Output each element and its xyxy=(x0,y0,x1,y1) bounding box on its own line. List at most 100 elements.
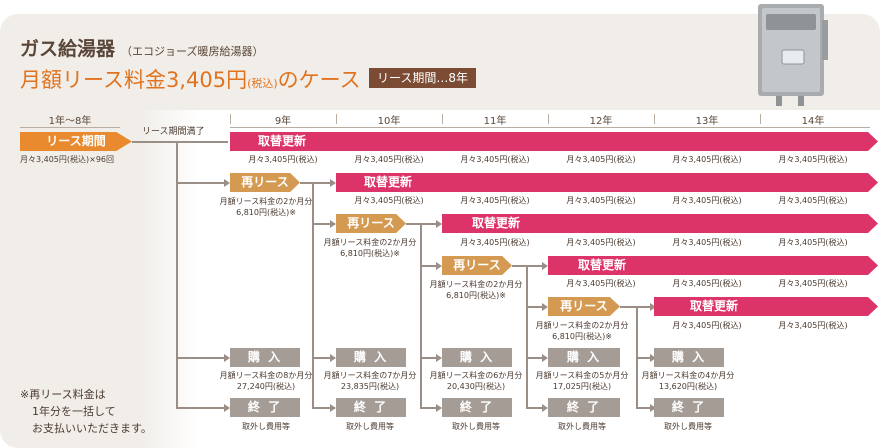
connector xyxy=(420,223,422,407)
footnote-line3: お支払いいただきます。 xyxy=(32,422,152,435)
connector-arrow xyxy=(542,354,548,362)
page-title: ガス給湯器 （エコジョーズ暖房給湯器） xyxy=(20,34,263,61)
year-sep xyxy=(548,114,549,124)
purchase-label-2: 購 入 xyxy=(336,348,406,367)
connector xyxy=(300,182,330,184)
end-label-3: 終 了 xyxy=(442,398,512,417)
release-note-line1: 月額リース料金の2か月分 xyxy=(323,238,417,247)
case-tax: (税込) xyxy=(247,77,278,90)
purchase-note-line1: 月額リース料金の6か月分 xyxy=(429,371,523,380)
connector-arrow xyxy=(650,404,656,412)
replace-label-1: 取替更新 xyxy=(258,134,307,148)
end-note-5: 取外し費用等 xyxy=(664,422,712,431)
connector xyxy=(420,265,436,267)
connector xyxy=(526,357,542,359)
connector-arrow xyxy=(436,220,442,228)
year-line-1-8 xyxy=(20,127,120,128)
connector xyxy=(176,182,224,184)
release-note-line2: 6,810円(税込)※ xyxy=(340,249,400,258)
replace-label-4: 取替更新 xyxy=(578,258,627,272)
connector xyxy=(636,407,650,409)
connector-arrow xyxy=(542,303,548,311)
year-header-12: 12年 xyxy=(589,116,613,127)
release-note-2: 月額リース料金の2か月分 6,810円(税込)※ xyxy=(312,237,428,259)
release-arrow-1: 再リース xyxy=(230,173,300,192)
monthly-price: 月々3,405円(税込) xyxy=(566,279,636,288)
year-line-9-14 xyxy=(230,127,870,128)
purchase-note-line2: 23,835円(税込) xyxy=(340,382,400,391)
year-header-10: 10年 xyxy=(377,116,401,127)
case-suffix: のケース xyxy=(277,68,361,92)
monthly-price: 月々3,405円(税込) xyxy=(672,196,742,205)
release-note-line2: 6,810円(税込)※ xyxy=(236,208,296,217)
purchase-note-5: 月額リース料金の4か月分 13,620円(税込) xyxy=(630,370,746,392)
purchase-note-line1: 月額リース料金の8か月分 xyxy=(219,371,313,380)
connector-arrow xyxy=(330,404,336,412)
purchase-note-line1: 月額リース料金の4か月分 xyxy=(641,371,735,380)
connector-arrow xyxy=(330,220,336,228)
release-note-line2: 6,810円(税込)※ xyxy=(552,332,612,341)
lease-period-badge: リース期間…8年 xyxy=(369,68,477,88)
connector-arrow xyxy=(542,262,548,270)
replace-bar-1 xyxy=(230,132,878,151)
case-main: 月額リース料金3,405円 xyxy=(20,68,248,92)
connector-arrow xyxy=(436,354,442,362)
connector-arrow xyxy=(224,179,230,187)
year-sep xyxy=(442,114,443,124)
footnote-line2: 1年分を一括して xyxy=(32,405,116,418)
connector xyxy=(312,357,330,359)
replace-bar-4 xyxy=(548,256,878,275)
purchase-note-line1: 月額リース料金の5か月分 xyxy=(535,371,629,380)
monthly-price: 月々3,405円(税込) xyxy=(248,155,318,164)
title-subtitle: （エコジョーズ暖房給湯器） xyxy=(121,45,264,58)
title-text: ガス給湯器 xyxy=(20,38,116,60)
purchase-note-line2: 17,025円(税込) xyxy=(552,382,612,391)
purchase-note-line2: 13,620円(税込) xyxy=(658,382,718,391)
water-heater-icon xyxy=(758,4,828,106)
connector-arrow xyxy=(436,404,442,412)
lease-full-label: リース期間満了 xyxy=(142,127,205,137)
connector-arrow xyxy=(542,404,548,412)
footnote: ※再リース料金は 1年分を一括して お支払いいただきます。 xyxy=(20,386,152,437)
end-note-3: 取外し費用等 xyxy=(452,422,500,431)
lease-monthly: 月々3,405円(税込)×96回 xyxy=(20,155,115,164)
monthly-price: 月々3,405円(税込) xyxy=(778,196,848,205)
case-title: 月額リース料金3,405円(税込)のケース xyxy=(20,64,361,94)
replace-bar-2 xyxy=(336,173,878,192)
lease-period-arrow: リース期間 xyxy=(20,132,132,151)
monthly-price: 月々3,405円(税込) xyxy=(778,321,848,330)
end-note-4: 取外し費用等 xyxy=(558,422,606,431)
release-note-line1: 月額リース料金の2か月分 xyxy=(219,197,313,206)
connector-arrow xyxy=(436,262,442,270)
purchase-note-4: 月額リース料金の5か月分 17,025円(税込) xyxy=(524,370,640,392)
connector xyxy=(420,407,436,409)
connector xyxy=(620,306,650,308)
monthly-price: 月々3,405円(税込) xyxy=(672,321,742,330)
purchase-label-3: 購 入 xyxy=(442,348,512,367)
year-sep xyxy=(654,114,655,124)
connector xyxy=(312,407,330,409)
replace-label-2: 取替更新 xyxy=(364,175,413,189)
connector xyxy=(176,407,224,409)
connector-arrow xyxy=(650,354,656,362)
connector-arrow xyxy=(224,354,230,362)
year-header-13: 13年 xyxy=(695,116,719,127)
monthly-price: 月々3,405円(税込) xyxy=(460,155,530,164)
monthly-price: 月々3,405円(税込) xyxy=(778,238,848,247)
connector-arrow xyxy=(330,179,336,187)
connector xyxy=(312,182,314,407)
release-arrow-2: 再リース xyxy=(336,214,406,233)
end-label-5: 終 了 xyxy=(654,398,724,417)
replace-label-5: 取替更新 xyxy=(690,299,739,313)
purchase-note-line2: 27,240円(税込) xyxy=(236,382,296,391)
connector xyxy=(312,223,330,225)
connector-arrow xyxy=(224,404,230,412)
monthly-price: 月々3,405円(税込) xyxy=(566,238,636,247)
purchase-label-4: 購 入 xyxy=(548,348,620,367)
purchase-label-1: 購 入 xyxy=(230,348,300,367)
connector xyxy=(176,141,178,407)
year-header-11: 11年 xyxy=(483,116,507,127)
end-note-1: 取外し費用等 xyxy=(242,422,290,431)
